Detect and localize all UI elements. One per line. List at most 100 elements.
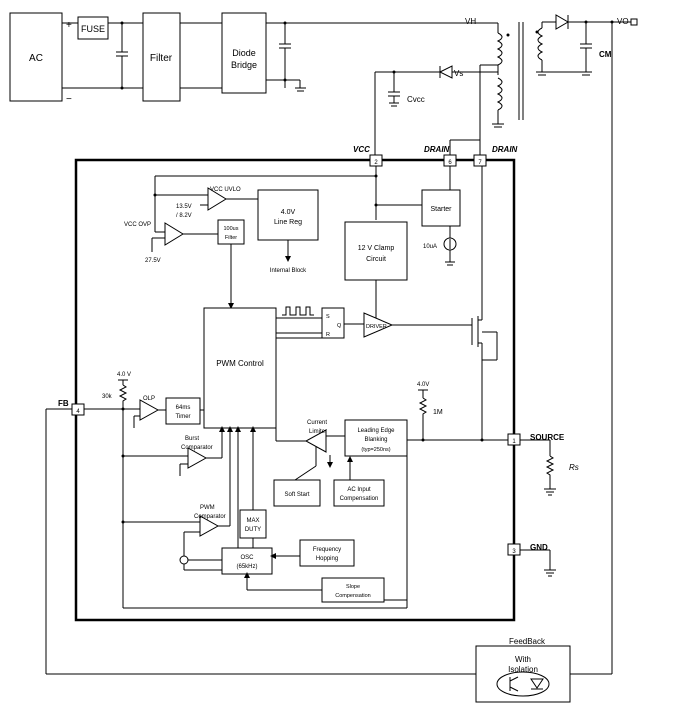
fb-pullup-resistor xyxy=(118,384,128,409)
ground-symbol xyxy=(285,79,306,92)
feedback-label-1: With xyxy=(515,655,531,664)
line-reg-block xyxy=(257,189,319,241)
junction xyxy=(153,193,157,197)
leading-edge-blanking-block xyxy=(344,419,408,457)
arrow xyxy=(285,256,291,262)
gnd-pin-name: GND xyxy=(530,543,548,552)
pwm-control-block xyxy=(203,307,277,429)
junction xyxy=(120,21,124,25)
vs-label: Vs xyxy=(454,69,463,78)
timer-label-1: 64ms xyxy=(176,405,191,411)
junction xyxy=(121,454,125,458)
sr-latch xyxy=(321,307,345,339)
arrow xyxy=(244,572,250,578)
uvlo-comparator xyxy=(207,187,227,211)
soft-start-label: Soft Start xyxy=(284,492,309,498)
arrow xyxy=(219,426,225,432)
starter-block xyxy=(421,189,461,227)
vh-label: VH xyxy=(465,17,476,26)
hopping-label-2: Hopping xyxy=(316,556,338,562)
latch-s: S xyxy=(326,314,330,320)
soft-start-block xyxy=(273,479,321,507)
minus-sign: − xyxy=(66,94,72,105)
leb-label-3: (typ=250ns) xyxy=(361,447,390,453)
vo-terminal xyxy=(630,18,638,26)
junction xyxy=(121,520,125,524)
timer-label-2: Timer xyxy=(175,414,190,420)
pwm-comparator xyxy=(199,515,220,537)
timer-64ms-block xyxy=(165,397,201,425)
current-limiter-label-1: Current xyxy=(307,420,327,426)
ac-source-box xyxy=(9,12,63,102)
pulse-waveform xyxy=(282,306,314,316)
transformer xyxy=(496,22,544,120)
frequency-hopping-block xyxy=(299,539,355,567)
pwm-comp-label-1: PWM xyxy=(200,505,215,511)
olp-comparator xyxy=(139,399,160,421)
ovp-label: VCC OVP xyxy=(124,222,151,228)
rs-label: Rs xyxy=(569,463,579,472)
ground-symbol xyxy=(536,68,592,76)
ac-comp-label-1: AC Input xyxy=(347,487,371,493)
gnd-pin-number: 3 xyxy=(512,549,516,555)
plus-sign: + xyxy=(66,20,72,31)
driver-label: DRIVER xyxy=(366,324,387,330)
clamp-label-2: Circuit xyxy=(366,256,386,263)
power-mosfet xyxy=(471,166,498,440)
optocoupler-icon xyxy=(496,671,550,697)
starter-label: Starter xyxy=(430,206,452,213)
fuse-box xyxy=(77,16,109,40)
clamp-circuit-block xyxy=(344,221,408,281)
junction xyxy=(374,203,378,207)
source-resistor-label: 1M xyxy=(433,409,443,416)
max-duty-label-1: MAX xyxy=(246,518,259,524)
slope-label-2: Compensation xyxy=(335,593,370,599)
ground-symbol xyxy=(492,118,504,128)
filter-100us-label-2: Filter xyxy=(225,235,237,241)
cvcc-label: Cvcc xyxy=(407,95,425,104)
drain-pin-7 xyxy=(473,154,487,167)
arrow xyxy=(228,303,234,309)
drain-pin-7-name: DRAIN xyxy=(492,145,518,154)
current-limiter-label-2: Limiter xyxy=(309,429,327,435)
burst-comparator xyxy=(187,447,208,469)
fuse-label: FUSE xyxy=(81,24,105,34)
fb-resistor-label: 30k xyxy=(102,394,113,400)
osc-label-1: OSC xyxy=(240,555,254,561)
ovp-ref-label: 27.5V xyxy=(145,258,161,264)
line-reg-label-2: Line Reg xyxy=(274,219,302,226)
max-duty-label-2: DUTY xyxy=(245,527,261,533)
hopping-label-1: Frequency xyxy=(313,547,341,553)
feedback-label-2: Isolation xyxy=(508,665,538,674)
led-icon xyxy=(530,678,544,689)
bridge-label-line1: Diode xyxy=(232,48,256,58)
osc-label-2: (65kHz) xyxy=(236,564,257,570)
slope-label-1: Slope xyxy=(346,584,360,590)
driver-amplifier xyxy=(363,312,394,338)
source-pullup-resistor xyxy=(418,397,428,440)
leb-label-1: Leading Edge xyxy=(357,428,395,434)
line-reg-label-1: 4.0V xyxy=(281,209,296,216)
ground-symbol xyxy=(544,488,556,496)
ground-symbol xyxy=(544,569,556,577)
uvlo-threshold-1: 13.5V xyxy=(176,204,192,210)
current-source-label: 10uA xyxy=(423,244,437,250)
source-pin-name: SOURCE xyxy=(530,433,565,442)
junction xyxy=(283,21,287,25)
drain-pin-6-number: 6 xyxy=(448,160,452,166)
arrow xyxy=(250,426,256,432)
arrow xyxy=(270,553,276,559)
vo-label: VO xyxy=(617,17,629,26)
drain-pin-7-number: 7 xyxy=(478,160,482,166)
slope-compensation-block xyxy=(321,577,385,603)
osc-block xyxy=(221,547,273,575)
cm-label: CM xyxy=(599,50,612,59)
clamp-label-1: 12 V Clamp xyxy=(358,245,395,252)
ovp-comparator xyxy=(164,222,184,246)
ac-input-compensation-block xyxy=(333,479,385,507)
burst-label-1: Burst xyxy=(185,436,199,442)
phototransistor-icon xyxy=(509,676,519,682)
uvlo-label: VCC UVLO xyxy=(210,187,241,193)
fb-ref-label: 4.0 V xyxy=(117,372,131,378)
arrow xyxy=(227,426,233,432)
